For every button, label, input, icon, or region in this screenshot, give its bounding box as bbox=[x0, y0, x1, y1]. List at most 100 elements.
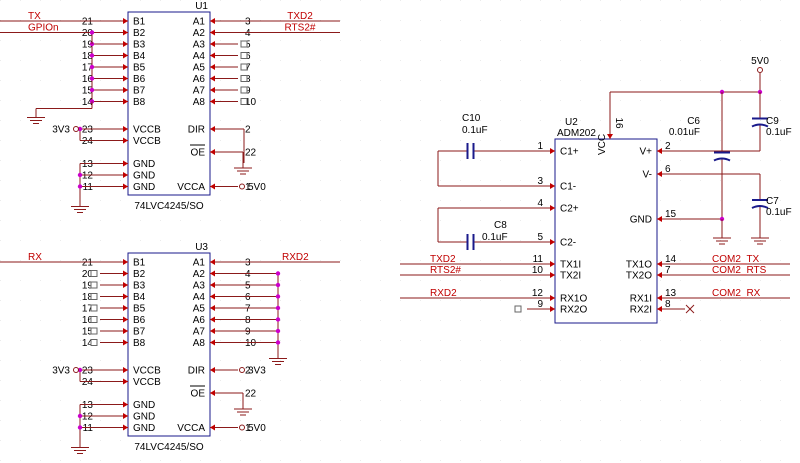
pin-arrow bbox=[210, 305, 215, 311]
pin-number: 5 bbox=[245, 281, 251, 292]
pin-number: 18 bbox=[82, 51, 94, 62]
pin-arrow bbox=[123, 293, 128, 300]
no-connect-marker bbox=[90, 327, 98, 335]
pin-arrow bbox=[210, 339, 215, 346]
pin-name: C1- bbox=[560, 182, 576, 193]
pin-arrow bbox=[210, 98, 215, 105]
no-connect-marker bbox=[240, 40, 248, 48]
pin-arrow bbox=[657, 272, 662, 278]
junction-dot bbox=[275, 340, 281, 345]
pin-name: A5 bbox=[193, 63, 206, 74]
pin-number: 15 bbox=[665, 209, 677, 220]
junction-dot bbox=[89, 87, 95, 93]
pin-name: V- bbox=[643, 170, 652, 181]
no-connect-marker bbox=[90, 316, 98, 323]
pin-name: A1 bbox=[193, 258, 206, 269]
pin-number: 3 bbox=[245, 258, 251, 269]
pin-arrow bbox=[123, 367, 128, 373]
pin-name: VCCB bbox=[133, 377, 161, 388]
pin-number: 10 bbox=[532, 265, 544, 276]
u3-part-label: 74LVC4245/SO bbox=[134, 442, 204, 453]
pin-arrow bbox=[657, 171, 662, 177]
net-label-tx: TX bbox=[28, 11, 41, 22]
pin-arrow bbox=[123, 378, 128, 385]
pin-name: RX2I bbox=[630, 305, 652, 316]
pin-name: VCCA bbox=[177, 182, 205, 193]
net-label-txd2-u2: TXD2 bbox=[430, 254, 456, 265]
pin-name: VCCB bbox=[133, 136, 161, 147]
pin-number: 4 bbox=[245, 28, 251, 39]
pin-number: 10 bbox=[245, 338, 257, 349]
pin-name: VCCA bbox=[177, 423, 205, 434]
pin-name: B8 bbox=[133, 338, 146, 349]
pin-arrow bbox=[210, 259, 215, 265]
pin-name: B6 bbox=[133, 74, 146, 85]
pin-arrow bbox=[210, 316, 215, 323]
pin-number: 23 bbox=[82, 366, 94, 377]
pin-name: B1 bbox=[133, 258, 146, 269]
pin-name: B4 bbox=[133, 51, 146, 62]
pin-name: B1 bbox=[133, 17, 146, 28]
pin-arrow bbox=[210, 29, 215, 36]
capacitor-plate bbox=[751, 205, 769, 209]
pin-name: C2+ bbox=[560, 204, 579, 215]
pin-name: A7 bbox=[193, 86, 206, 97]
pin-number: 5 bbox=[245, 40, 251, 51]
pin-name: TX2I bbox=[560, 271, 581, 282]
pin-name: B3 bbox=[133, 40, 146, 51]
vcc-5v0-label-u2: 5V0 bbox=[751, 56, 769, 67]
pin-number: 9 bbox=[537, 299, 543, 310]
pin-number: 13 bbox=[665, 288, 677, 299]
pin-arrow bbox=[123, 98, 128, 105]
pin-number: 11 bbox=[83, 423, 94, 434]
pin-arrow bbox=[210, 64, 215, 70]
pin-name: GND bbox=[630, 215, 652, 226]
pin-number: 14 bbox=[82, 97, 94, 108]
pin-name: B7 bbox=[133, 86, 146, 97]
pin-name: B2 bbox=[133, 269, 146, 280]
pin-name: A1 bbox=[193, 17, 206, 28]
net-label-com2-rx: COM2_RX bbox=[712, 288, 761, 299]
pin-name: GND bbox=[133, 423, 155, 434]
pin-arrow bbox=[123, 75, 128, 82]
pin-arrow bbox=[210, 149, 215, 155]
pin-name: GND bbox=[133, 159, 155, 170]
pin-arrow bbox=[550, 148, 555, 154]
pin-name: C2- bbox=[560, 238, 576, 249]
pin-arrow bbox=[607, 134, 613, 139]
power-port bbox=[239, 424, 245, 431]
pin-arrow bbox=[123, 18, 128, 24]
net-label-gpion: GPIOn bbox=[28, 23, 59, 34]
pin-name: B3 bbox=[133, 281, 146, 292]
pin-name: A8 bbox=[193, 338, 206, 349]
pin-number: 17 bbox=[82, 63, 94, 74]
pin-number: 16 bbox=[613, 117, 624, 129]
pin-number: 9 bbox=[245, 327, 251, 338]
pin-number: 7 bbox=[245, 63, 251, 74]
pin-number: 16 bbox=[82, 315, 94, 326]
pin-arrow bbox=[123, 270, 128, 277]
pin-arrow bbox=[123, 339, 128, 346]
pin-number: 21 bbox=[82, 17, 94, 28]
net-label-rts2: RTS2# bbox=[285, 23, 316, 34]
pin-number: 24 bbox=[82, 377, 94, 388]
net-label-rts2-u2: RTS2# bbox=[430, 265, 461, 276]
pin-arrow bbox=[657, 148, 662, 154]
pin-number: 3 bbox=[537, 176, 543, 187]
pin-number: 13 bbox=[82, 400, 94, 411]
pin-arrow bbox=[657, 216, 662, 222]
junction-dot bbox=[89, 53, 95, 58]
pin-name: B6 bbox=[133, 315, 146, 326]
pin-number: 7 bbox=[665, 265, 671, 276]
pin-arrow bbox=[550, 239, 555, 245]
pin-arrow bbox=[123, 64, 128, 70]
pin-arrow bbox=[210, 18, 215, 24]
pin-number: 1 bbox=[245, 423, 251, 434]
no-connect-marker bbox=[240, 63, 248, 71]
no-connect-marker bbox=[90, 304, 98, 312]
junction-dot bbox=[89, 64, 95, 70]
junction-dot bbox=[275, 305, 281, 311]
c9-ref: C9 bbox=[766, 116, 779, 127]
pin-arrow bbox=[210, 87, 215, 93]
power-port bbox=[73, 126, 79, 132]
